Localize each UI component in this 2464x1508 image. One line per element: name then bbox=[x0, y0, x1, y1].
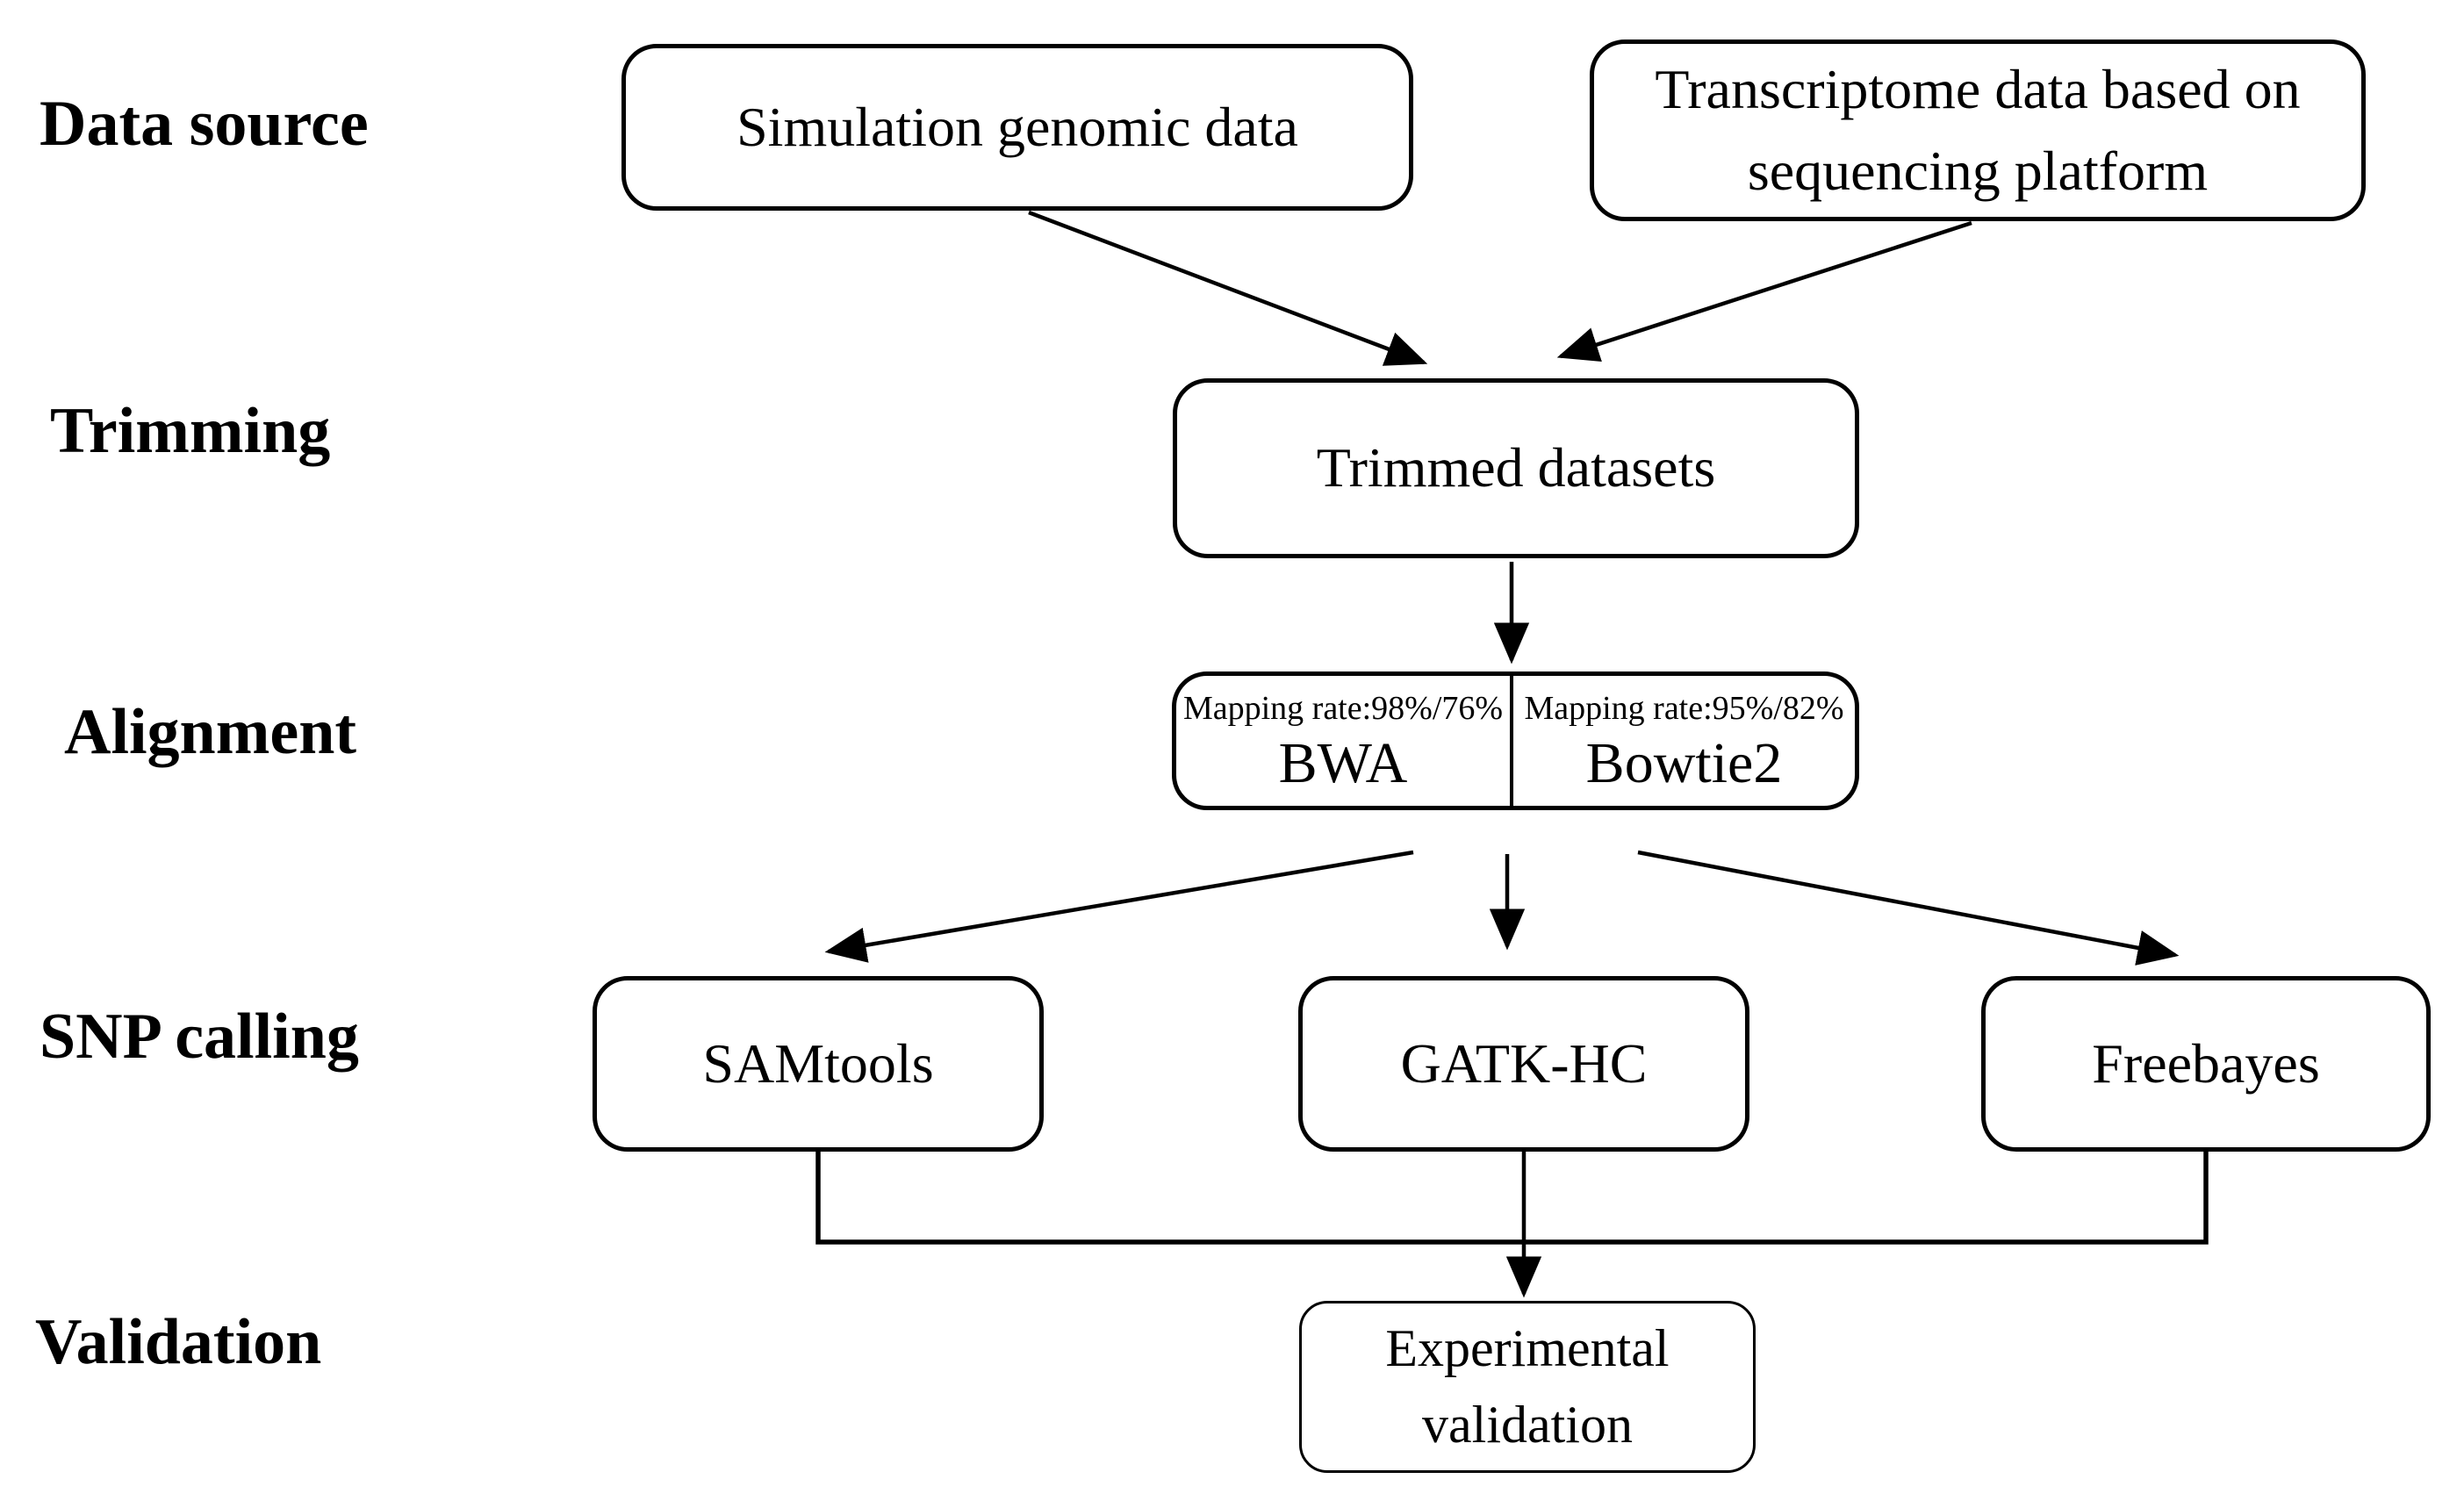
node-trimmed-datasets: Trimmed datasets bbox=[1173, 378, 1859, 558]
node-samtools: SAMtools bbox=[593, 976, 1044, 1152]
node-transcriptome-line1: Transcriptome data based on bbox=[1655, 58, 2301, 121]
stage-label-data-source: Data source bbox=[40, 88, 369, 160]
node-gatk-label: GATK-HC bbox=[1400, 1031, 1648, 1095]
node-alignment-tools: Mapping rate:98%/76% BWA Mapping rate:95… bbox=[1172, 671, 1859, 810]
stage-label-validation: Validation bbox=[35, 1306, 322, 1378]
merge-connector bbox=[815, 1152, 2209, 1245]
node-simulation-genomic-data: Simulation genomic data bbox=[621, 44, 1413, 211]
stage-label-alignment: Alignment bbox=[64, 696, 356, 768]
node-simulation-label: Simulation genomic data bbox=[736, 95, 1298, 158]
node-freebayes-label: Freebayes bbox=[2092, 1031, 2320, 1095]
node-experimental-line2: validation bbox=[1422, 1396, 1633, 1454]
node-freebayes: Freebayes bbox=[1981, 976, 2431, 1152]
cell-bwa: Mapping rate:98%/76% BWA bbox=[1176, 676, 1510, 806]
node-trimmed-label: Trimmed datasets bbox=[1316, 436, 1716, 499]
node-experimental-validation: Experimental validation bbox=[1299, 1301, 1756, 1473]
cell-bowtie2: Mapping rate:95%/82% Bowtie2 bbox=[1510, 676, 1855, 806]
node-samtools-label: SAMtools bbox=[702, 1031, 934, 1095]
stage-label-snp-calling: SNP calling bbox=[40, 1001, 359, 1073]
arrow-simulation-to-trimmed bbox=[1028, 210, 1428, 366]
node-transcriptome-line2: sequencing platform bbox=[1747, 139, 2209, 202]
bowtie2-label: Bowtie2 bbox=[1585, 731, 1783, 795]
bwa-label: BWA bbox=[1278, 731, 1408, 795]
node-gatk-hc: GATK-HC bbox=[1298, 976, 1749, 1152]
arrow-mapping-to-samtools bbox=[824, 850, 1414, 963]
node-transcriptome-data: Transcriptome data based on sequencing p… bbox=[1590, 39, 2366, 221]
node-experimental-line1: Experimental bbox=[1385, 1319, 1670, 1377]
bwa-mapping-rate: Mapping rate:98%/76% bbox=[1182, 690, 1504, 727]
arrow-transcriptome-to-trimmed bbox=[1556, 220, 1972, 363]
arrow-mapping-to-freebayes bbox=[1637, 850, 2180, 966]
stage-label-trimming: Trimming bbox=[50, 395, 331, 467]
bowtie2-mapping-rate: Mapping rate:95%/82% bbox=[1524, 690, 1844, 727]
